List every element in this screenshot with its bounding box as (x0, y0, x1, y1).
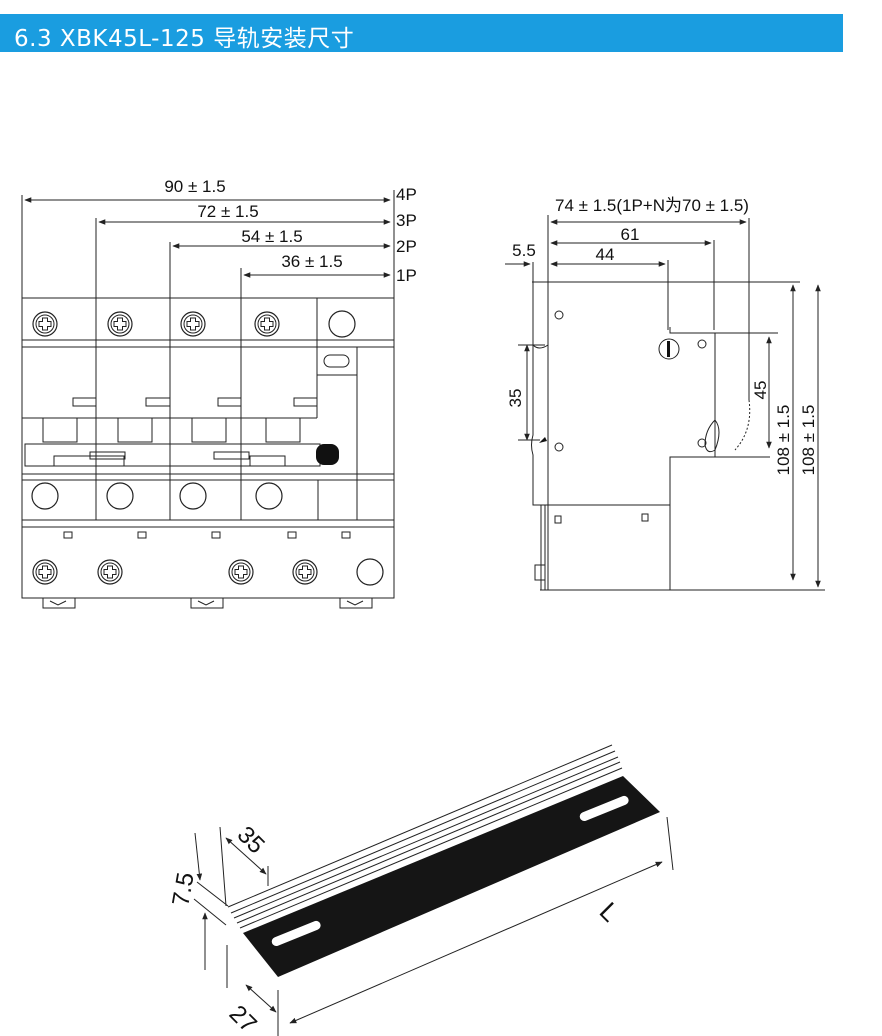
overall-depth-label: 74 ± 1.5(1P+N为70 ± 1.5) (555, 196, 749, 215)
rail-width-label: 35 (232, 821, 270, 859)
dimension-lines (21, 190, 395, 598)
bottom-screw-icons (32, 558, 384, 586)
dim-1p-value: 36 ± 1.5 (281, 252, 342, 271)
front-view: 90 ± 1.5 72 ± 1.5 54 ± 1.5 36 ± 1.5 4P 3… (21, 177, 417, 609)
bottom-terminal-circles (31, 482, 283, 510)
label-3p: 3P (396, 211, 417, 230)
din-rail: 35 7.5 27 L (167, 744, 674, 1036)
depth-44-label: 44 (596, 245, 615, 264)
dim-3p-value: 72 ± 1.5 (197, 202, 258, 221)
top-screw-icons (32, 310, 356, 338)
side-view: 74 ± 1.5(1P+N为70 ± 1.5) 61 44 5.5 (505, 196, 825, 591)
height-2-label: 108 ± 1.5 (799, 405, 818, 476)
offset-label: 5.5 (512, 241, 536, 260)
label-1p: 1P (396, 266, 417, 285)
rail-length-label: L (594, 896, 625, 927)
depth-61-label: 61 (621, 225, 640, 244)
slot-right (579, 795, 629, 822)
label-4p: 4P (396, 185, 417, 204)
dim-4p-value: 90 ± 1.5 (164, 177, 225, 196)
section-header: 6.3 XBK45L-125 导轨安装尺寸 (0, 14, 843, 52)
height-1-label: 108 ± 1.5 (774, 405, 793, 476)
front-height-label: 45 (751, 381, 770, 400)
rail-depth-label: 7.5 (167, 870, 199, 908)
slot-width-label: 27 (224, 1000, 262, 1036)
test-button (316, 444, 339, 465)
section-title: 6.3 XBK45L-125 导轨安装尺寸 (14, 26, 355, 52)
rail-face (243, 776, 660, 977)
breaker-body (21, 297, 395, 599)
rail-clips (42, 598, 373, 609)
knob-icon (658, 338, 680, 360)
rail-height-label: 35 (506, 389, 525, 408)
dim-2p-value: 54 ± 1.5 (241, 227, 302, 246)
label-2p: 2P (396, 237, 417, 256)
